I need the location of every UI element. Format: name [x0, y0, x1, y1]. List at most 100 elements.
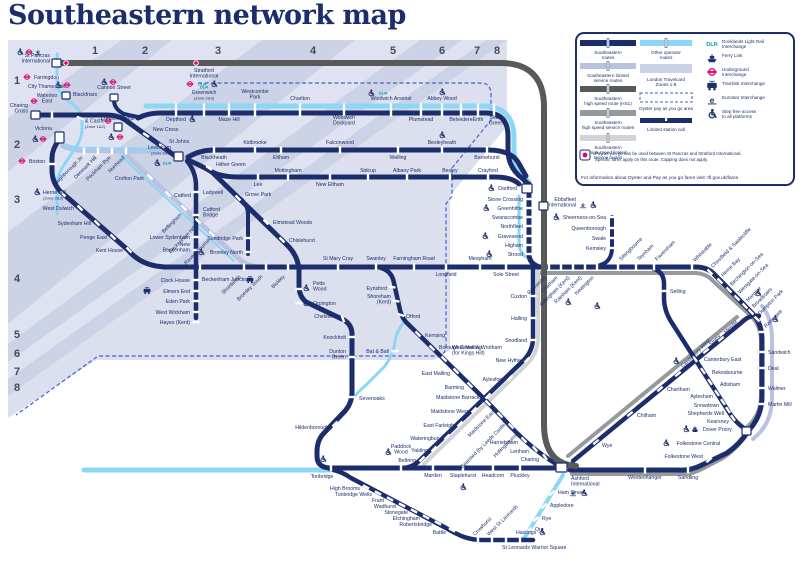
station-tick [484, 392, 492, 400]
svg-text:Zones 1-8: Zones 1-8 [656, 82, 677, 87]
svg-text:Sydenham Hill: Sydenham Hill [58, 221, 91, 227]
step-free-icon [553, 213, 560, 221]
step-free-icon [55, 81, 62, 89]
station-tick [507, 422, 515, 430]
svg-text:Cuxton: Cuxton [511, 294, 528, 300]
step-free-icon [460, 483, 467, 491]
station-label: Swanley [366, 256, 386, 262]
svg-text:Northfleet: Northfleet [501, 224, 524, 230]
station-label: East Farleigh [423, 423, 454, 429]
station-label: Wadhurst [374, 504, 397, 510]
interchange-box [61, 91, 71, 100]
station-tick [758, 386, 766, 390]
svg-text:Wood: Wood [313, 287, 327, 293]
station-label: Charlton [290, 96, 310, 102]
station-label: Teynham [636, 243, 655, 262]
station-label: Longfield [435, 272, 456, 278]
interchange-box [109, 93, 119, 102]
station-label: Elmers End [163, 289, 190, 295]
station-tick [443, 433, 451, 441]
station-label: Charing [521, 457, 539, 463]
station-label: Pluckley [510, 473, 530, 479]
svg-text:Orpington: Orpington [313, 301, 336, 307]
station-tick [366, 173, 370, 181]
svg-text:New Hythe: New Hythe [496, 358, 521, 364]
station-tick [338, 146, 342, 154]
station-tick [198, 263, 202, 271]
svg-text:City Thameslink: City Thameslink [28, 84, 65, 90]
svg-text:high speed limited: high speed limited [589, 150, 626, 155]
station-tick [444, 263, 448, 271]
svg-text:Chilham: Chilham [637, 413, 656, 419]
svg-text:Lenham: Lenham [510, 449, 529, 455]
svg-text:Beltring: Beltring [398, 458, 416, 464]
station-label: Crofton Park [115, 176, 145, 182]
station-tick [525, 526, 533, 534]
route-line [119, 153, 236, 263]
station-tick [124, 147, 128, 155]
svg-text:6: 6 [439, 45, 445, 57]
svg-text:Greenwich: Greenwich [192, 90, 217, 96]
svg-text:Grove Park: Grove Park [245, 192, 272, 198]
eurostar-icon: e [35, 50, 41, 56]
svg-text:2: 2 [14, 139, 20, 151]
svg-text:Eden Park: Eden Park [166, 299, 191, 305]
svg-text:service routes: service routes [594, 155, 623, 160]
step-free-icon [439, 131, 446, 139]
svg-text:Borough Green & Wrotham: Borough Green & Wrotham [439, 345, 502, 351]
svg-text:Teynham: Teynham [636, 243, 655, 262]
station-tick [205, 165, 213, 171]
step-free-icon [189, 115, 196, 123]
station-tick [342, 103, 346, 117]
step-free-icon [303, 299, 310, 307]
station-tick [626, 410, 634, 418]
station-tick [109, 233, 117, 241]
station-label: Blackheath [201, 155, 227, 161]
svg-text:Charlton: Charlton [290, 96, 310, 102]
svg-text:For information about Oyster a: For information about Oyster and Pay as … [581, 175, 739, 181]
svg-text:Woolwich Arsenal: Woolwich Arsenal [371, 96, 412, 102]
station-tick [608, 215, 616, 219]
station-label: Farningham Road [393, 256, 435, 262]
station-tick [660, 289, 668, 293]
station-tick [504, 263, 508, 271]
station-label: Borough Green & Wrotham [439, 345, 502, 351]
station-label: Kemsley [586, 246, 606, 252]
svg-text:East Malling: East Malling [422, 371, 450, 377]
interchange-box [113, 122, 123, 132]
step-free-icon [708, 108, 717, 119]
svg-text:Interchange: Interchange [722, 72, 747, 77]
svg-text:Chartham: Chartham [667, 387, 690, 393]
svg-text:Canterbury East: Canterbury East [704, 357, 742, 363]
station-label: Kidbrooke [243, 140, 266, 146]
svg-text:Sole Street: Sole Street [493, 272, 519, 278]
dlr-icon: DLR [706, 42, 718, 48]
station-tick [48, 162, 56, 166]
underground-roundel-icon [39, 136, 47, 142]
station-label: Greenwich(Zone 2&3) [192, 90, 217, 101]
interchange-box [521, 183, 533, 194]
station-label: Belvedere [449, 117, 472, 123]
svg-text:Elmers End: Elmers End [163, 289, 190, 295]
svg-text:New: New [180, 242, 191, 248]
svg-text:Beckenham: Beckenham [163, 248, 190, 254]
interchange-box [51, 58, 62, 68]
step-free-icon [594, 302, 601, 310]
station-tick [440, 146, 444, 154]
station-label: Kent House [96, 248, 123, 254]
station-tick [525, 252, 533, 256]
step-free-icon [211, 80, 218, 88]
station-tick [125, 246, 133, 254]
station-label: Deal [768, 366, 779, 372]
svg-text:Ferry Link: Ferry Link [722, 53, 743, 58]
station-tick [158, 143, 166, 149]
svg-text:e: e [571, 491, 575, 497]
svg-text:Interchange: Interchange [722, 44, 747, 49]
station-label: Deptford [166, 117, 186, 123]
svg-text:Sandling: Sandling [678, 475, 698, 481]
svg-text:3: 3 [215, 45, 221, 57]
